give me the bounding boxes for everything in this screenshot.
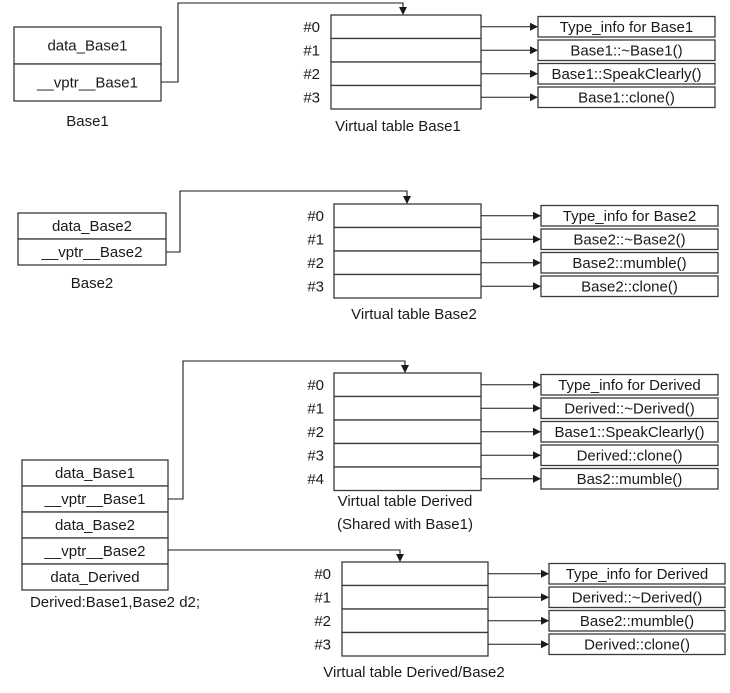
vtable-entry-label: Base2::mumble() bbox=[580, 613, 694, 630]
object-field-label: data_Base1 bbox=[55, 465, 135, 482]
vtable-slot bbox=[330, 14, 482, 40]
vtable-slot-index: #0 bbox=[307, 377, 324, 394]
vtable-entry-label: Base1::SpeakClearly() bbox=[551, 66, 701, 83]
vptr-derived-base1-connector bbox=[168, 360, 409, 500]
vtable-slot-index: #2 bbox=[314, 613, 331, 630]
object-field-box bbox=[21, 511, 169, 539]
vtable-slot-index: #0 bbox=[314, 566, 331, 583]
vtable-slot bbox=[330, 84, 482, 110]
vtable-caption: Virtual table Base1 bbox=[335, 118, 461, 135]
vtable-entry-box bbox=[540, 228, 719, 251]
object-caption: Base2 bbox=[71, 275, 114, 292]
object-field-label: __vptr__Base1 bbox=[44, 491, 146, 508]
vtable-slot-index: #3 bbox=[307, 447, 324, 464]
vtable-entry-label: Type_info for Base2 bbox=[563, 208, 696, 225]
vtable-slot bbox=[330, 61, 482, 87]
vtable-entry-box bbox=[548, 609, 726, 632]
object-field-box bbox=[13, 63, 162, 102]
vtable-caption: Virtual table Derived/Base2 bbox=[323, 664, 505, 681]
vtable-slot-index: #2 bbox=[307, 255, 324, 272]
vtable-entry-box bbox=[540, 204, 719, 227]
vtable-slot bbox=[333, 395, 482, 421]
vptr-base2-connector bbox=[166, 190, 411, 253]
vtable-entry-box bbox=[540, 373, 719, 396]
vtable-entry-label: Derived::clone() bbox=[577, 447, 683, 464]
vtable-entry-box bbox=[540, 251, 719, 274]
vtable-entry-label: Type_info for Derived bbox=[558, 377, 701, 394]
vtable-entry-label: Derived::~Derived() bbox=[572, 589, 702, 606]
vtable-slot bbox=[333, 372, 482, 398]
vtable-slot-index: #0 bbox=[307, 208, 324, 225]
vtable-slot-index: #1 bbox=[314, 589, 331, 606]
vtable-entry-label: Base2::mumble() bbox=[572, 255, 686, 272]
object-field-label: data_Base1 bbox=[47, 38, 127, 55]
vtable-entry-box bbox=[537, 15, 716, 38]
vtable-slot-index: #2 bbox=[303, 66, 320, 83]
vtable-slot-index: #1 bbox=[307, 231, 324, 248]
object-field-label: data_Derived bbox=[50, 569, 139, 586]
vtable-slot-index: #4 bbox=[307, 471, 324, 488]
vtable-entry-label: Base1::SpeakClearly() bbox=[554, 424, 704, 441]
vptr-base1-connector bbox=[161, 2, 407, 83]
vtable-entry-label: Derived::~Derived() bbox=[564, 400, 694, 417]
vtable-entry-label: Base2::~Base2() bbox=[573, 231, 685, 248]
vtable-entry-box bbox=[540, 420, 719, 443]
object-caption: Derived:Base1,Base2 d2; bbox=[30, 594, 200, 611]
vtable-entry-box bbox=[548, 586, 726, 609]
vtable-entry-label: Base1::clone() bbox=[578, 89, 675, 106]
vtable-slot-index: #2 bbox=[307, 424, 324, 441]
vtable-slot bbox=[333, 226, 482, 252]
vtable-entry-box bbox=[537, 86, 716, 109]
vtable-entry-label: Base2::clone() bbox=[581, 278, 678, 295]
vtable-entry-box bbox=[548, 562, 726, 585]
vtable-slot-index: #1 bbox=[307, 400, 324, 417]
object-field-label: data_Base2 bbox=[55, 517, 135, 534]
vtable-entry-box bbox=[540, 467, 719, 490]
vtable-caption: Virtual table Derived bbox=[338, 493, 473, 510]
vtable-entry-label: Derived::clone() bbox=[584, 636, 690, 653]
vtable-entry-box bbox=[537, 39, 716, 62]
vtable-slot bbox=[341, 561, 489, 587]
vptr-derived-base2-connector bbox=[168, 549, 404, 562]
object-field-label: data_Base2 bbox=[52, 218, 132, 235]
vtable-slot bbox=[333, 419, 482, 445]
object-caption: Base1 bbox=[66, 113, 109, 130]
vtable-entry-box bbox=[540, 397, 719, 420]
vtable-slot-index: #3 bbox=[314, 636, 331, 653]
vtable-slot bbox=[333, 203, 482, 229]
vtable-slot-index: #3 bbox=[307, 278, 324, 295]
vtable-slot bbox=[341, 608, 489, 634]
vtable-slot bbox=[333, 442, 482, 468]
vtable-slot bbox=[341, 631, 489, 657]
vtable-slot bbox=[333, 250, 482, 276]
vtable-slot bbox=[330, 37, 482, 63]
object-field-box bbox=[21, 563, 169, 591]
vtable-slot-index: #3 bbox=[303, 89, 320, 106]
vtable-entry-label: Type_info for Derived bbox=[566, 566, 709, 583]
vtable-entry-label: Bas2::mumble() bbox=[577, 471, 683, 488]
object-field-label: __vptr__Base2 bbox=[41, 244, 143, 261]
object-field-label: __vptr__Base2 bbox=[44, 543, 146, 560]
vtable-caption: Virtual table Base2 bbox=[351, 306, 477, 323]
vtable-entry-box bbox=[540, 444, 719, 467]
vtable-slot bbox=[333, 273, 482, 299]
vtable-slot-index: #0 bbox=[303, 19, 320, 36]
vtable-caption: (Shared with Base1) bbox=[337, 516, 473, 533]
object-field-label: __vptr__Base1 bbox=[36, 75, 138, 92]
object-field-box bbox=[13, 26, 162, 65]
object-field-box bbox=[21, 485, 169, 513]
vtable-slot bbox=[333, 466, 482, 492]
vtable-slot-index: #1 bbox=[303, 42, 320, 59]
object-field-box bbox=[21, 537, 169, 565]
vtable-entry-box bbox=[537, 62, 716, 85]
vtable-slot bbox=[341, 584, 489, 610]
vtable-entry-box bbox=[548, 633, 726, 656]
vtable-entry-label: Base1::~Base1() bbox=[570, 42, 682, 59]
vtable-entry-box bbox=[540, 275, 719, 298]
vtable-entry-label: Type_info for Base1 bbox=[560, 19, 693, 36]
